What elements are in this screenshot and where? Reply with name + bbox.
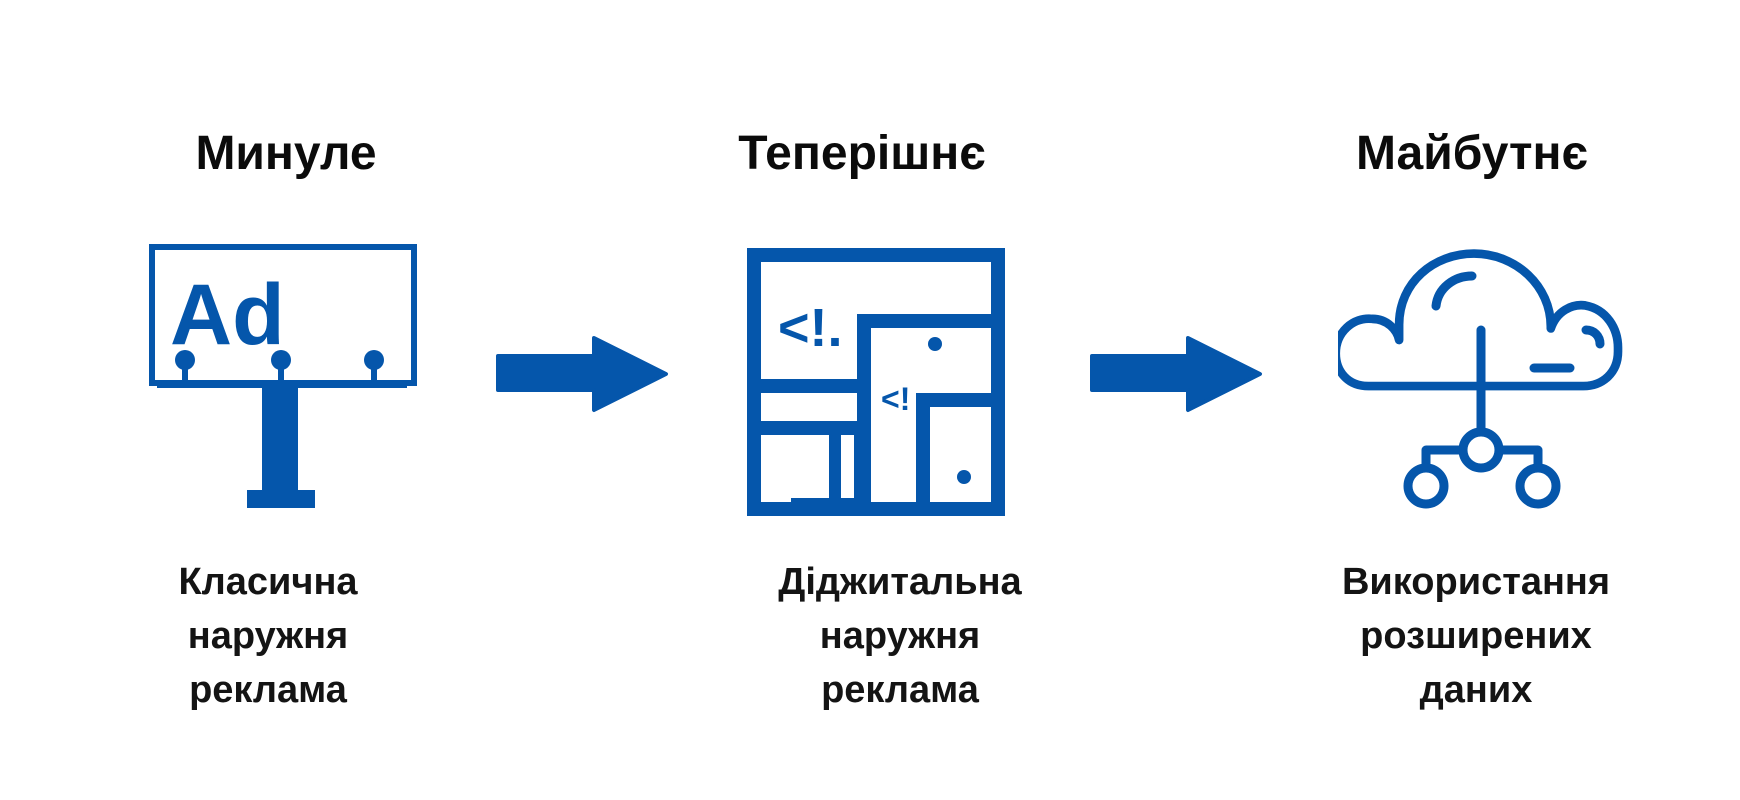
description-line: Діджитальна	[778, 561, 1022, 603]
description-line: реклама	[189, 669, 347, 711]
description-line: даних	[1419, 669, 1533, 711]
digital-screens-icon: <!. <!	[747, 248, 1005, 516]
description-line: наружня	[187, 615, 349, 657]
stage-description-past: Класична наружня реклама	[58, 555, 478, 717]
description-line: наружня	[819, 615, 981, 657]
description-line: розширених	[1360, 615, 1592, 657]
code-tag-small: <!	[881, 381, 910, 417]
description-line: Класична	[178, 561, 358, 603]
cloud-network-icon	[1338, 249, 1623, 509]
billboard-ad-text: Ad	[170, 267, 285, 363]
stage-title-future: Майбутнє	[1355, 127, 1589, 180]
arrow-right-icon	[496, 336, 668, 412]
billboard-icon: Ad	[149, 244, 417, 508]
description-line: Використання	[1341, 561, 1611, 603]
code-tag-large: <!.	[778, 298, 843, 358]
stage-description-future: Використання розширених даних	[1266, 555, 1686, 717]
arrow-right-icon	[1090, 336, 1262, 412]
stage-title-past: Минуле	[195, 127, 377, 180]
stage-title-present: Теперішнє	[738, 127, 986, 180]
description-line: реклама	[821, 669, 979, 711]
stage-description-present: Діджитальна наружня реклама	[690, 555, 1110, 717]
